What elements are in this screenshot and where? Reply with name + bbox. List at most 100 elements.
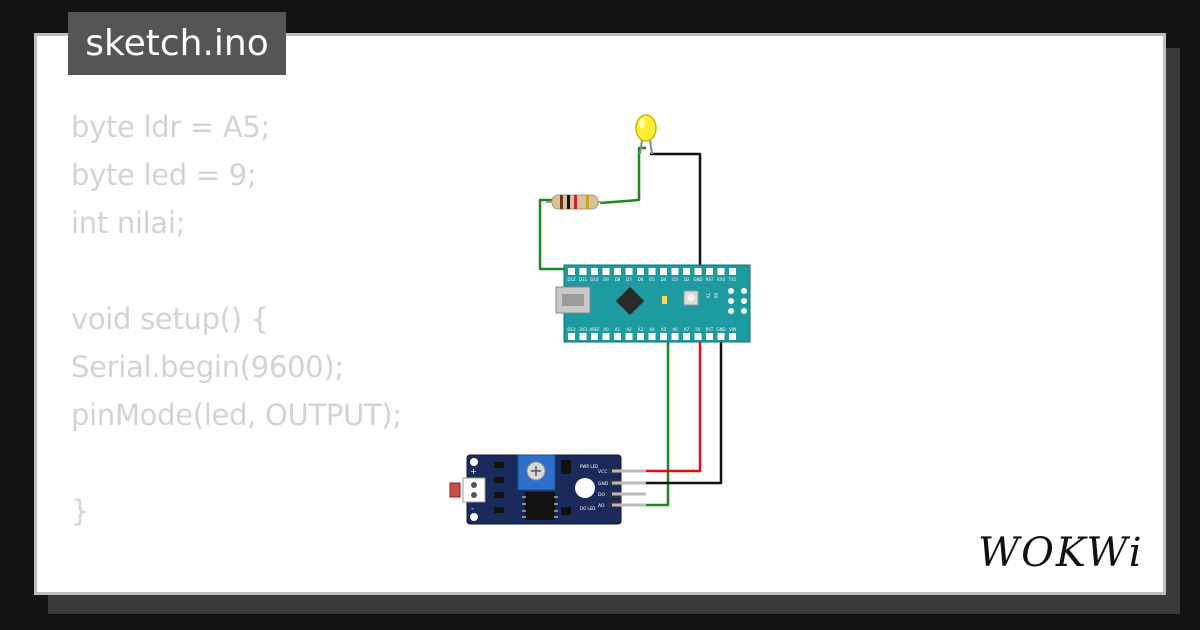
file-tab-label: sketch.ino: [85, 23, 269, 64]
pin-label: D6: [638, 277, 644, 282]
pin-label: A7: [684, 327, 690, 332]
pin-label: RST: [706, 277, 714, 282]
wire-led-to-resistor: [599, 146, 646, 205]
header-pin[interactable]: [614, 333, 621, 340]
header-pin[interactable]: [683, 268, 690, 275]
code-line: void setup() {: [71, 302, 269, 336]
code-preview: byte ldr = A5;byte led = 9;int nilai;voi…: [71, 103, 402, 592]
header-pin[interactable]: [591, 268, 598, 275]
ldr-icon[interactable]: [449, 482, 461, 498]
wire-resistor-to-d9: [538, 198, 613, 271]
mount-hole: [470, 513, 478, 521]
side-label-rx: RX: [713, 293, 718, 299]
header-pin[interactable]: [648, 333, 656, 340]
code-line: byte led = 9;: [71, 158, 257, 192]
pin-label: D11: [579, 277, 588, 282]
header-pin[interactable]: [568, 333, 575, 340]
bottom-header: [568, 333, 736, 340]
pin-label: A0: [603, 327, 609, 332]
pin-label: 3V3: [579, 327, 587, 332]
pin-label: 5V: [695, 327, 701, 332]
resistor-band: [560, 195, 563, 209]
polarity-minus: -: [471, 504, 474, 513]
board-body: [563, 264, 751, 343]
sensor-pin-label: GND: [598, 481, 609, 487]
wire-5v-to-vcc: [620, 336, 702, 473]
header-pin[interactable]: [568, 268, 575, 275]
header-pin[interactable]: [660, 268, 667, 275]
header-pin[interactable]: [706, 268, 713, 275]
icsp-header: [728, 288, 747, 314]
mount-hole: [470, 458, 478, 466]
header-pin[interactable]: [602, 333, 610, 340]
header-pin[interactable]: [591, 333, 598, 340]
header-pin[interactable]: [683, 333, 690, 340]
smd-components: [494, 460, 571, 515]
pin-label: A4: [649, 327, 655, 332]
chip-legs: [522, 496, 558, 518]
side-label-tx: TX: [705, 292, 710, 298]
pin-label: D7: [626, 277, 632, 282]
header-pin[interactable]: [660, 333, 667, 340]
sensitivity-dial: [575, 478, 595, 498]
wires: [538, 146, 723, 507]
file-tab[interactable]: sketch.ino: [68, 12, 286, 75]
header-pin[interactable]: [706, 333, 713, 340]
header-pin[interactable]: [694, 268, 702, 275]
led-leg: [639, 139, 643, 155]
ldr-lead: [471, 492, 477, 498]
ldr-terminal: [462, 477, 486, 503]
header-pin[interactable]: [717, 333, 725, 340]
header-pin[interactable]: [637, 333, 644, 340]
header-pin[interactable]: [637, 268, 644, 275]
header-pin[interactable]: [729, 333, 736, 340]
wire-a5-to-ao: [620, 336, 670, 507]
pin-label: VIN: [729, 327, 736, 332]
polarity-plus: +: [470, 467, 477, 476]
pin-label: D3: [672, 277, 678, 282]
resistor-band: [574, 195, 577, 209]
pin-label: D2: [684, 277, 690, 282]
sensor-pin-label: AO: [598, 503, 605, 509]
pwr-led-label: PWR LED: [580, 464, 598, 469]
header-pin[interactable]: [648, 268, 656, 275]
pin-label: D10: [590, 277, 599, 282]
header-pin[interactable]: [579, 333, 587, 340]
header-pin[interactable]: [625, 333, 633, 340]
reset-button-cap: [687, 294, 695, 302]
resistor-band: [586, 195, 589, 209]
header-pin[interactable]: [729, 268, 736, 275]
header-pin[interactable]: [614, 268, 621, 275]
pin-label: TX1: [728, 277, 737, 282]
led-indicator: [662, 296, 667, 304]
pin-label: A5: [661, 327, 667, 332]
top-header: [568, 268, 736, 275]
header-pin[interactable]: [717, 268, 725, 275]
code-line: void loop() {: [71, 583, 402, 592]
pin-label: A2: [626, 327, 632, 332]
comparator-chip: [525, 492, 555, 520]
header-pin[interactable]: [602, 268, 610, 275]
resistor-band: [567, 195, 570, 209]
wokwi-logo: WOKWi: [978, 530, 1142, 576]
wire-gnd-to-gnd: [620, 336, 723, 485]
header-pin[interactable]: [671, 333, 679, 340]
led[interactable]: [635, 114, 657, 155]
pin-label: D9: [603, 277, 609, 282]
pin-label: GND: [716, 327, 725, 332]
led-shine: [639, 118, 645, 128]
header-pin[interactable]: [694, 333, 702, 340]
sensor-pin-label: DO: [598, 492, 605, 498]
header-pin[interactable]: [671, 268, 679, 275]
pin-label: AREF: [589, 327, 600, 332]
header-pin[interactable]: [625, 268, 633, 275]
resistor[interactable]: [546, 194, 602, 210]
header-pin[interactable]: [579, 268, 587, 275]
chip-icon: [615, 286, 645, 316]
code-line: int nilai;: [71, 206, 186, 240]
